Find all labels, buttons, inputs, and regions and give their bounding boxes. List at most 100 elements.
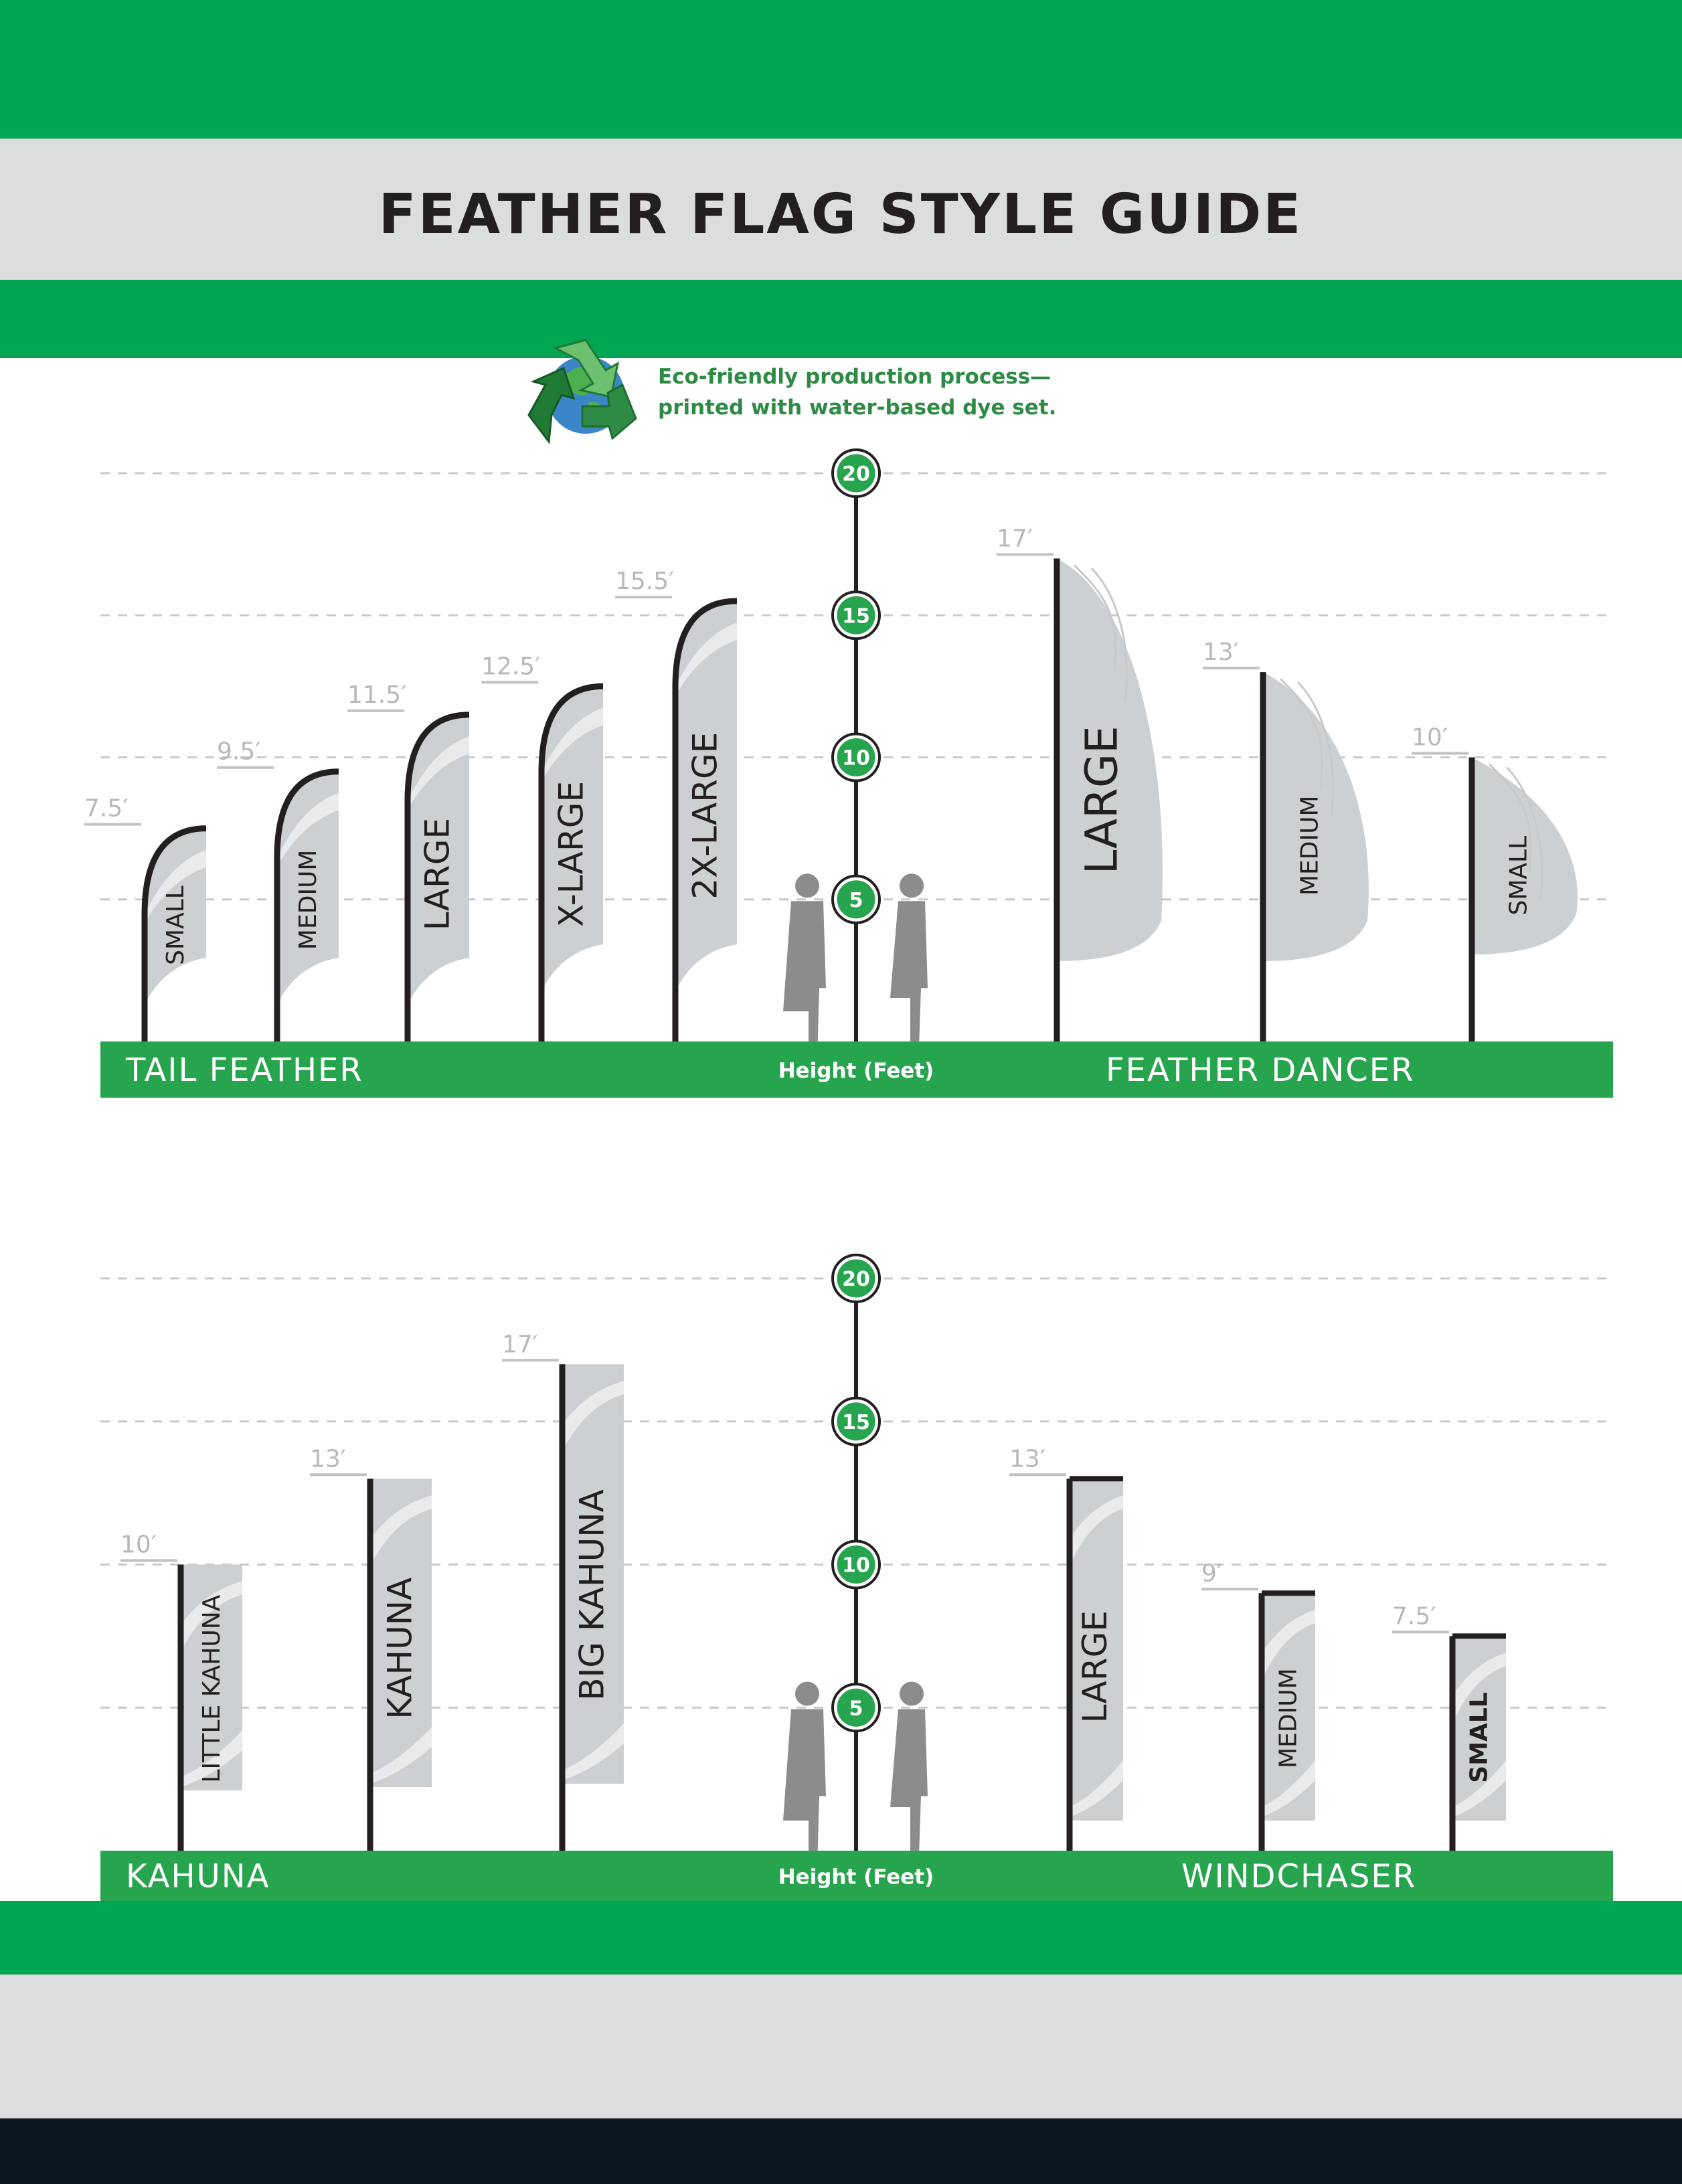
flag-fabric	[1057, 558, 1163, 961]
axis-marker-5	[833, 877, 879, 922]
page-title: FEATHER FLAG STYLE GUIDE	[379, 183, 1303, 246]
flag-label: MEDIUM	[295, 849, 322, 950]
section-label-wind: WINDCHASER	[1181, 1858, 1416, 1896]
head	[795, 1681, 819, 1706]
bottom-gray-band	[0, 1975, 1682, 2118]
flag-pole	[538, 683, 604, 1041]
flag-fabric	[1472, 757, 1578, 954]
flag-fabric	[277, 771, 339, 1005]
section-label-tail: TAIL FEATHER	[125, 1052, 363, 1089]
height-label: 13′	[1203, 639, 1239, 666]
flag-label: MEDIUM	[1275, 1668, 1302, 1768]
height-label: 15.5′	[615, 568, 674, 595]
flag-wind-small: SMALL 7.5′	[1392, 1602, 1506, 1851]
flag-label: SMALL	[162, 886, 189, 965]
axis-tick-label: 20	[842, 463, 870, 486]
flag-swoosh	[1452, 1653, 1506, 1817]
flag-pole	[404, 711, 470, 1041]
axis-tick-label: 10	[842, 1554, 870, 1578]
flag-pole	[141, 825, 207, 1041]
section-label-kahuna: KAHUNA	[126, 1858, 270, 1896]
flag-fabric	[541, 686, 603, 991]
body	[783, 1709, 826, 1890]
axis-marker-10	[833, 1542, 879, 1587]
axis-tick-label: 5	[849, 889, 863, 912]
flag-fabric	[562, 1364, 624, 1784]
axis-marker-ring-15	[831, 590, 881, 641]
height-label: 9′	[1201, 1560, 1222, 1587]
head	[900, 873, 924, 898]
axis-marker-ring-10	[831, 732, 881, 782]
flag-label: SMALL	[1505, 836, 1533, 916]
top-green-band	[0, 0, 1682, 139]
axis-marker-15	[833, 1399, 879, 1444]
axis-marker-ring-20	[831, 1254, 881, 1303]
axis-label: Height (Feet)	[778, 1059, 934, 1083]
axis-marker-5	[833, 1685, 879, 1730]
height-label: 17′	[997, 525, 1033, 552]
flag-label: LARGE	[1076, 726, 1128, 874]
flag-swoosh	[277, 792, 339, 867]
flag-label: LITTLE KAHUNA	[198, 1594, 226, 1782]
head	[795, 873, 819, 898]
height-label: 11.5′	[347, 681, 406, 709]
axis-marker-ring-5	[831, 874, 881, 924]
flag-pole	[274, 768, 339, 1041]
axis-marker-ring-10	[831, 1539, 881, 1590]
flag-swoosh	[1070, 1495, 1123, 1817]
flag-label: LARGE	[418, 818, 456, 930]
flag-streamers	[1279, 678, 1334, 817]
height-label: 10′	[1412, 724, 1448, 752]
height-label: 9.5′	[217, 738, 260, 766]
flag-fabric	[675, 601, 737, 991]
flag-pole	[672, 598, 738, 1041]
flag-label: 2X-LARGE	[685, 732, 724, 900]
eco-line-1: Eco-friendly production process—	[658, 365, 1051, 389]
body	[890, 1709, 928, 1877]
base-bar	[100, 1851, 1613, 1901]
flag-label: KAHUNA	[380, 1578, 419, 1719]
body	[783, 901, 826, 1082]
flag-dancer-small: SMALL 10′	[1412, 724, 1578, 1041]
axis-marker-ring-15	[831, 1396, 881, 1446]
axis-tick-label: 15	[842, 604, 870, 628]
bottom-green-band	[0, 1901, 1682, 1975]
flag-fabric	[408, 714, 469, 1005]
flag-swoosh	[408, 736, 469, 810]
flag-swoosh	[145, 849, 206, 924]
section-label-dancer: FEATHER DANCER	[1106, 1052, 1414, 1089]
axis-marker-ring-5	[831, 1683, 881, 1733]
title-band	[0, 139, 1682, 280]
axis-marker-15	[833, 592, 879, 638]
height-label: 10′	[120, 1531, 157, 1559]
flag-tail-large: LARGE 11.5′	[347, 681, 470, 1041]
axis-marker-ring-20	[831, 448, 881, 498]
flag-tail-2x-large: 2X-LARGE 15.5′	[615, 568, 738, 1041]
flag-tail-medium: MEDIUM 9.5′	[217, 738, 339, 1041]
height-label: 13′	[1009, 1445, 1045, 1473]
flag-fabric	[1263, 672, 1369, 961]
axis-tick-label: 10	[842, 747, 870, 770]
flag-streamers	[1488, 763, 1543, 902]
axis-tick-label: 20	[842, 1268, 870, 1291]
flag-label: SMALL	[1466, 1692, 1493, 1783]
flag-label: BIG KAHUNA	[572, 1489, 611, 1701]
axis-tick-label: 15	[842, 1411, 870, 1434]
axis-marker-20	[833, 450, 879, 496]
woman-silhouette-icon	[890, 1681, 928, 1877]
height-label: 12.5′	[481, 653, 540, 680]
flag-kahuna-little-kahuna: LITTLE KAHUNA 10′	[120, 1531, 242, 1851]
flag-swoosh	[562, 1381, 624, 1780]
height-label: 7.5′	[1392, 1602, 1436, 1630]
flag-streamers	[1073, 564, 1128, 703]
eco-line-2: printed with water-based dye set.	[658, 396, 1056, 420]
flag-swoosh	[675, 622, 737, 696]
woman-silhouette-icon	[890, 873, 928, 1069]
head	[900, 1681, 924, 1706]
man-silhouette-icon	[783, 1681, 826, 1890]
